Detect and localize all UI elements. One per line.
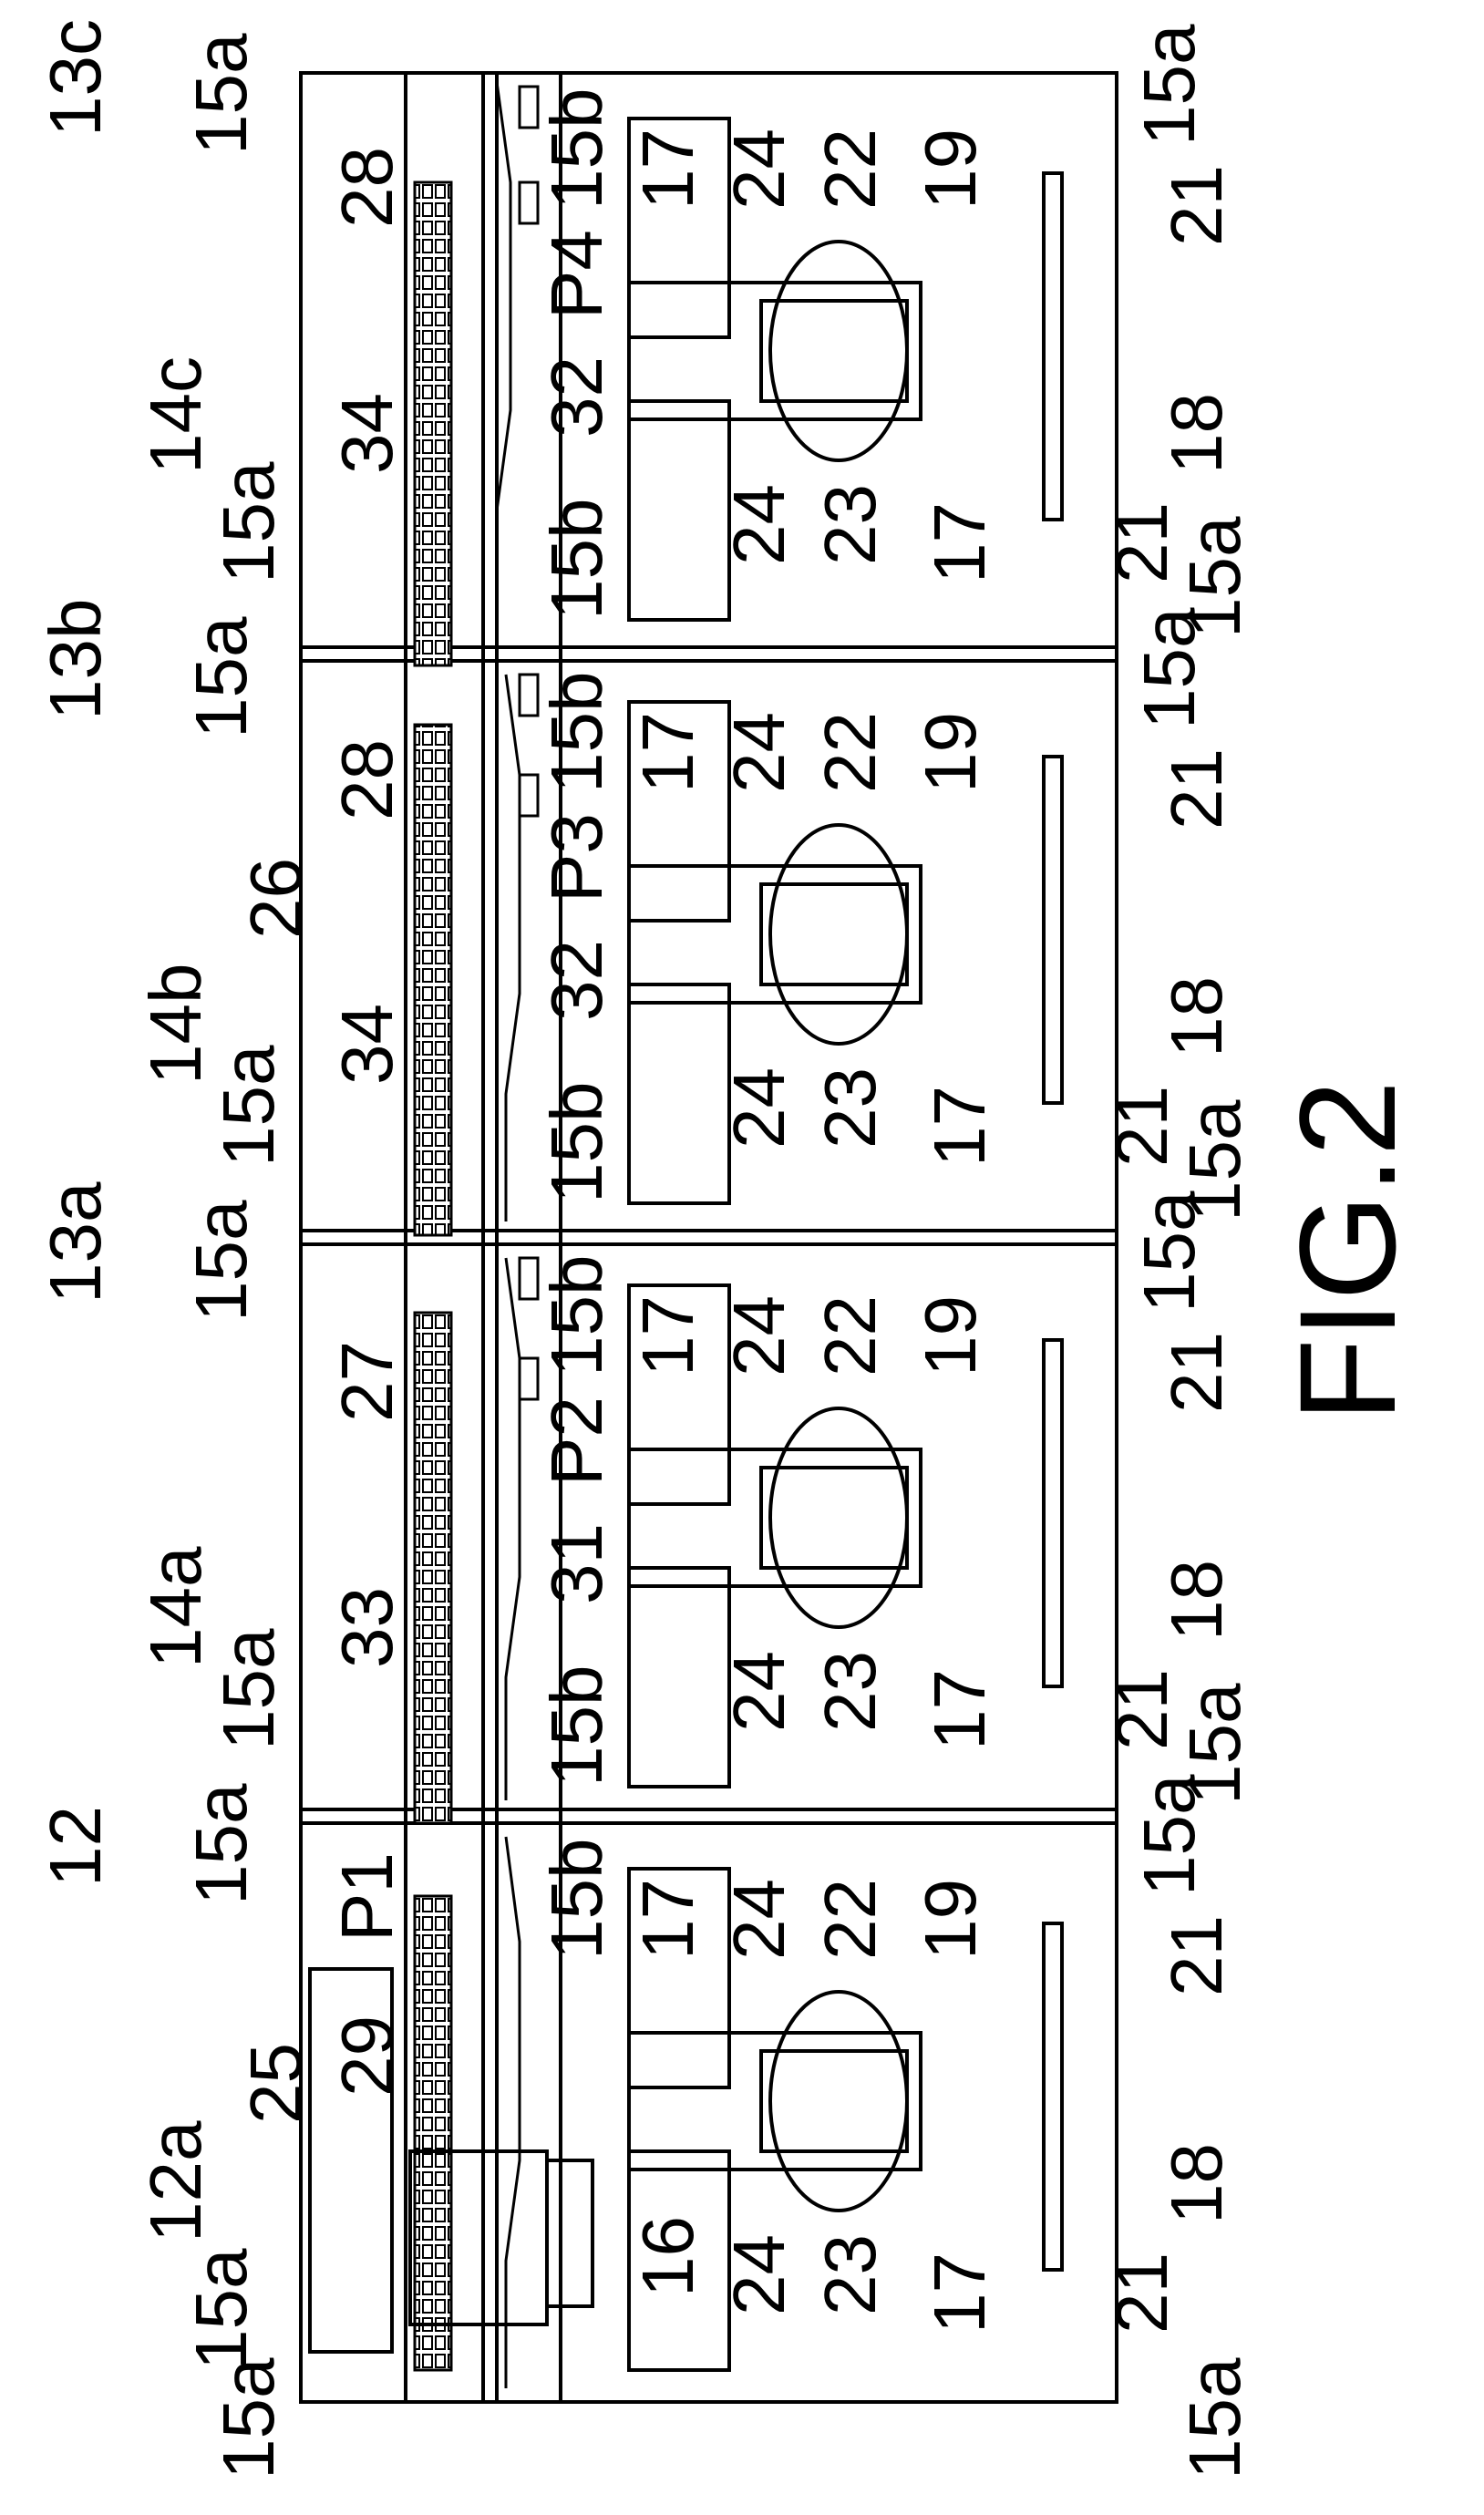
label-15b-c2: 15b	[536, 499, 617, 620]
label-24-a1: 24	[718, 1295, 799, 1376]
track-strips	[415, 182, 451, 2370]
label-21-h2: 21	[1101, 2252, 1182, 2334]
figure-title: FIG.2	[1271, 1080, 1424, 1422]
reference-labels: 13c 14c 28 34 32 P4 15a 15a 15b 15b 17 1…	[35, 19, 1424, 2479]
label-16: 16	[627, 2216, 708, 2297]
label-24-b1: 24	[718, 712, 799, 793]
label-17-h1: 17	[627, 1879, 708, 1960]
label-21-c2: 21	[1101, 502, 1182, 583]
label-17-c1: 17	[627, 129, 708, 210]
label-17-b1: 17	[627, 712, 708, 793]
label-27: 27	[326, 1341, 407, 1422]
label-32c: 32	[536, 356, 617, 438]
label-34c: 34	[326, 393, 407, 474]
label-24-b2: 24	[718, 1067, 799, 1149]
label-22-h: 22	[809, 1879, 891, 1960]
label-15a-a3: 15a	[1128, 1191, 1210, 1313]
label-24-a2: 24	[718, 1651, 799, 1732]
label-15a-a2: 15a	[208, 1628, 289, 1750]
label-33: 33	[326, 1587, 407, 1668]
label-P1: P1	[326, 1852, 407, 1942]
label-15a-b1: 15a	[180, 616, 262, 738]
label-15b-h: 15b	[536, 1839, 617, 1960]
label-P3: P3	[536, 813, 617, 902]
label-23-a: 23	[809, 1651, 891, 1732]
label-28b: 28	[326, 739, 407, 820]
label-22-b: 22	[809, 712, 891, 793]
label-15a-h3: 15a	[208, 2357, 289, 2479]
label-17-a1: 17	[627, 1295, 708, 1376]
label-15a-b2: 15a	[208, 1045, 289, 1167]
label-19-h: 19	[910, 1879, 991, 1960]
label-13a: 13a	[35, 1181, 116, 1304]
label-19-c: 19	[910, 129, 991, 210]
label-19-a: 19	[910, 1295, 991, 1376]
label-15b-a2: 15b	[536, 1665, 617, 1787]
label-17-b2: 17	[919, 1086, 1000, 1167]
label-21-b2: 21	[1101, 1086, 1182, 1167]
label-34b: 34	[326, 1004, 407, 1085]
rail-windows	[520, 87, 538, 1399]
label-24-h2: 24	[718, 2234, 799, 2315]
label-21-c1: 21	[1156, 165, 1237, 246]
label-15a-c2: 15a	[208, 461, 289, 583]
label-15a-h4: 15a	[1128, 1774, 1210, 1896]
label-15a-c3: 15a	[1128, 24, 1210, 146]
label-21-b1: 21	[1156, 748, 1237, 830]
label-12: 12	[35, 1806, 116, 1887]
label-21-h1: 21	[1156, 1915, 1237, 1996]
label-17-c2: 17	[919, 502, 1000, 583]
label-23-c: 23	[809, 484, 891, 565]
label-P4: P4	[536, 230, 617, 319]
label-21-a2: 21	[1101, 1669, 1182, 1750]
label-25: 25	[235, 2043, 316, 2124]
label-28c: 28	[326, 147, 407, 228]
label-19-b: 19	[910, 712, 991, 793]
label-17-h2: 17	[919, 2252, 1000, 2334]
label-15b-a1: 15b	[536, 1255, 617, 1376]
label-31: 31	[536, 1523, 617, 1604]
label-24-c2: 24	[718, 484, 799, 565]
label-15b-c1: 15b	[536, 88, 617, 210]
label-18-b: 18	[1156, 976, 1237, 1057]
label-22-a: 22	[809, 1295, 891, 1376]
label-15a-h1: 15a	[180, 1783, 262, 1905]
label-12a: 12a	[135, 2120, 216, 2242]
label-13b: 13b	[35, 599, 116, 720]
label-32b: 32	[536, 940, 617, 1021]
label-15b-b1: 15b	[536, 672, 617, 793]
label-24-c1: 24	[718, 129, 799, 210]
label-15a-b3: 15a	[1128, 607, 1210, 729]
label-15a-h2: 15a	[180, 2248, 262, 2370]
label-15a-a1: 15a	[180, 1200, 262, 1322]
label-22-c: 22	[809, 129, 891, 210]
label-18-c: 18	[1156, 393, 1237, 474]
label-24-h1: 24	[718, 1879, 799, 1960]
label-29: 29	[326, 2015, 407, 2097]
label-23-h: 23	[809, 2234, 891, 2315]
label-23-b: 23	[809, 1067, 891, 1149]
label-P2: P2	[536, 1397, 617, 1486]
label-18-h: 18	[1156, 2143, 1237, 2224]
label-14a: 14a	[135, 1546, 216, 1668]
label-21-a1: 21	[1156, 1332, 1237, 1413]
label-13c: 13c	[35, 19, 116, 137]
label-15a-h5: 15a	[1174, 2357, 1255, 2479]
label-15b-b2: 15b	[536, 1082, 617, 1203]
label-17-a2: 17	[919, 1669, 1000, 1750]
label-14b: 14b	[135, 964, 216, 1085]
label-14c: 14c	[135, 356, 216, 474]
label-15a-c1: 15a	[180, 33, 262, 155]
label-18-a: 18	[1156, 1560, 1237, 1641]
label-26: 26	[235, 858, 316, 939]
